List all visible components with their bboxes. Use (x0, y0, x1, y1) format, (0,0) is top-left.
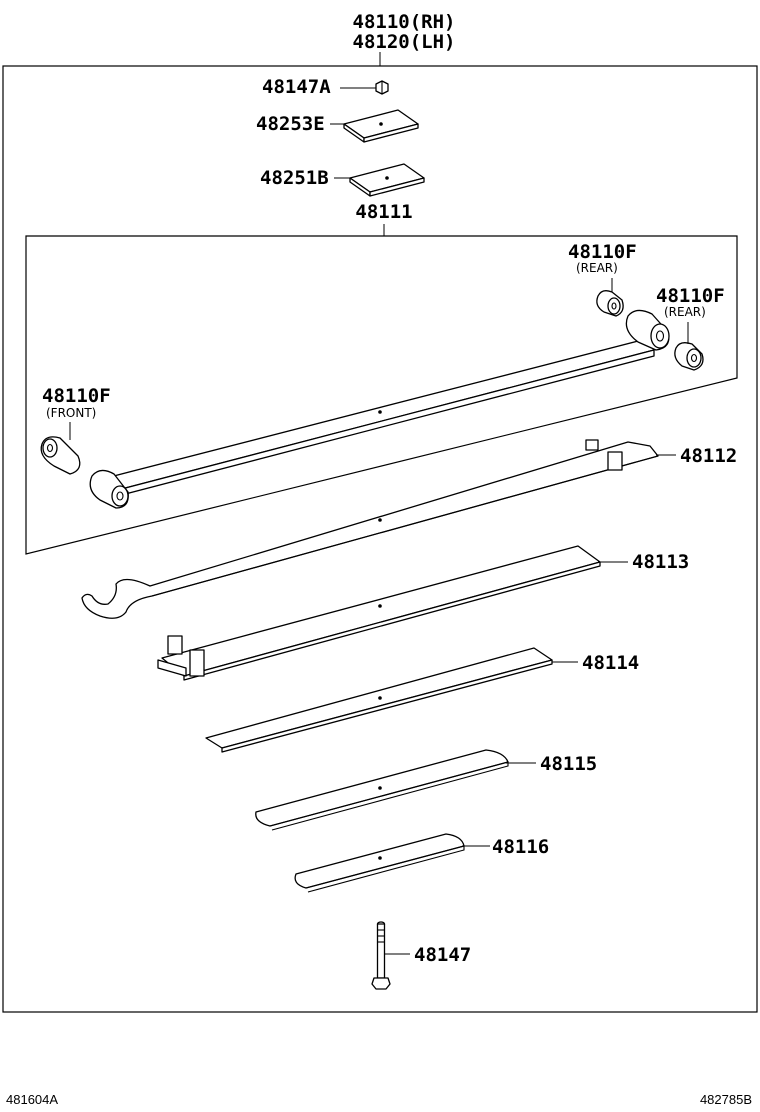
footer-right-code: 482785B (700, 1092, 752, 1107)
leaf-3-label: 48113 (632, 551, 689, 573)
plate-upper-part (343, 109, 419, 143)
bushing-rear-2-label: 48110F (656, 285, 725, 307)
plate-lower-label: 48251B (260, 167, 329, 189)
leaf-2-label: 48112 (680, 445, 737, 467)
bushing-rear-1-label: 48110F (568, 241, 637, 263)
bushing-front-label: 48110F (42, 385, 111, 407)
nut-label: 48147A (262, 76, 331, 98)
leaf-4-part (205, 647, 553, 753)
bushing-rear-2-note: (REAR) (664, 305, 706, 319)
footer-left-code: 481604A (6, 1092, 58, 1107)
leaf-5-part (255, 749, 509, 831)
assembly-lh-label: 48120(LH) (353, 31, 456, 53)
bushing-rear-1-note: (REAR) (576, 261, 618, 275)
bushing-front-part (40, 436, 81, 475)
bushing-rear-1-part (596, 290, 624, 317)
center-bolt-part (371, 921, 391, 990)
leaf-assembly-frame (25, 235, 738, 555)
leaf-4-label: 48114 (582, 652, 639, 674)
plate-upper-label: 48253E (256, 113, 325, 135)
leaf-2-part (81, 439, 659, 619)
center-bolt-label: 48147 (414, 944, 471, 966)
nut-part (375, 80, 389, 95)
bushing-rear-2-part (674, 342, 704, 371)
leaf-assembly-label: 48111 (355, 201, 412, 223)
assembly-rh-label: 48110(RH) (353, 11, 456, 33)
leaf-6-label: 48116 (492, 836, 549, 858)
leaf-6-part (294, 833, 465, 893)
plate-lower-part (349, 163, 425, 197)
main-leaf-part (89, 309, 670, 509)
leaf-5-label: 48115 (540, 753, 597, 775)
bushing-front-note: (FRONT) (46, 406, 96, 420)
